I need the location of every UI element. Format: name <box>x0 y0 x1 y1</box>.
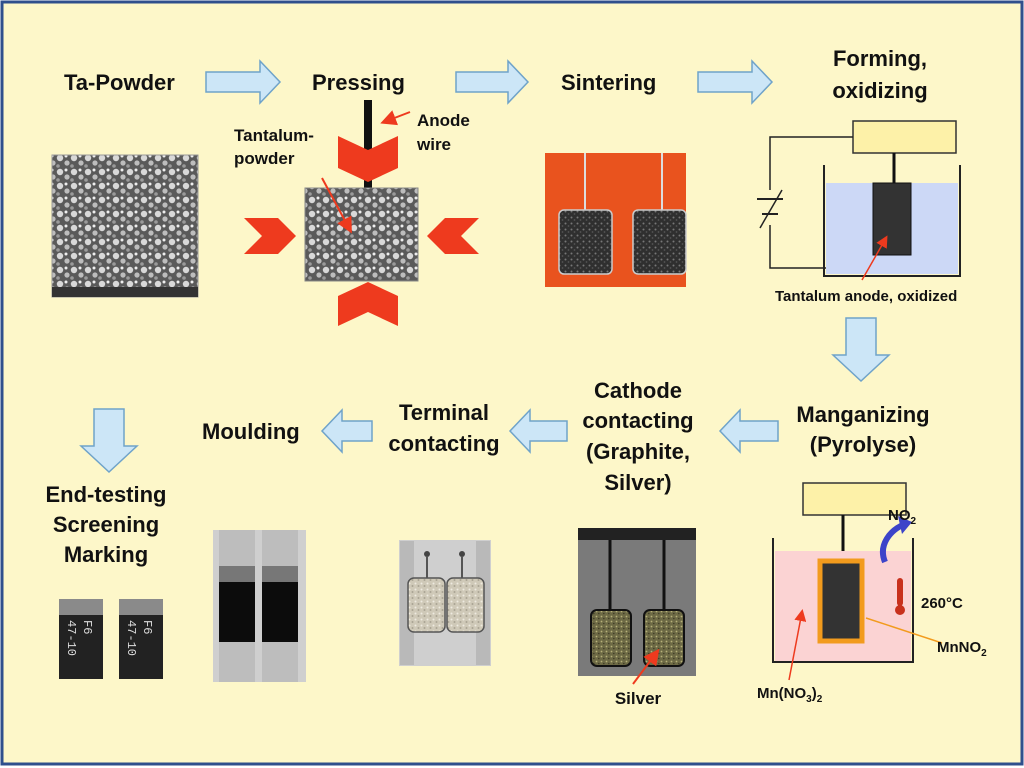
label-no2: NO2 <box>888 507 917 527</box>
label-anode-wire-2: wire <box>416 135 451 154</box>
pressed-powder-image <box>304 187 419 282</box>
sintered-anodes-photo <box>545 153 687 287</box>
chip-marking-line2: F6 <box>140 620 154 634</box>
thermometer-icon <box>895 578 905 615</box>
finished-chip-left: 47-10 F6 <box>59 599 103 679</box>
step-screening: Screening <box>53 512 159 537</box>
chip-marking-line1: 47-10 <box>64 620 78 656</box>
press-bottom <box>338 282 398 326</box>
forming-illustration <box>757 120 961 281</box>
mno2-coated-anode <box>817 558 865 644</box>
arrow-right-icon <box>455 59 530 105</box>
manganizing-illustration <box>772 482 943 681</box>
moulded-capacitors-photo <box>213 530 306 682</box>
step-cathode-line2: contacting <box>582 408 693 433</box>
step-end-testing: End-testing <box>46 482 167 507</box>
label-tantalum-powder-1: Tantalum- <box>234 126 314 145</box>
chip-marking-line1: 47-10 <box>124 620 138 656</box>
arrow-right-icon <box>697 59 774 105</box>
chip-marking-line2: F6 <box>80 620 94 634</box>
step-manganizing-line1: Manganizing <box>796 402 929 427</box>
arrow-left-icon <box>320 408 373 454</box>
step-moulding: Moulding <box>202 419 300 444</box>
battery-icon <box>757 189 783 229</box>
step-manganizing-line2: (Pyrolyse) <box>810 432 916 457</box>
sem-scale-bar <box>52 287 198 297</box>
power-supply-box <box>852 120 957 154</box>
pressing-illustration <box>244 100 479 326</box>
terminal-contact-photo <box>399 540 491 666</box>
arrow-left-icon <box>508 408 568 454</box>
step-terminal-line2: contacting <box>388 431 499 456</box>
step-sintering: Sintering <box>561 70 656 95</box>
label-mnno3: Mn(NO3)2 <box>757 685 823 705</box>
arrow-right-icon <box>205 59 282 105</box>
press-top <box>338 136 398 182</box>
press-left <box>244 218 296 254</box>
arrow-left-icon <box>718 408 779 454</box>
step-ta-powder: Ta-Powder <box>64 70 175 95</box>
label-silver: Silver <box>615 689 662 708</box>
arrow-down-icon <box>79 408 139 474</box>
step-cathode-line4: Silver) <box>604 470 671 495</box>
ta-powder-sem-image <box>51 154 199 298</box>
step-cathode-line1: Cathode <box>594 378 682 403</box>
finished-chip-right: 47-10 F6 <box>119 599 163 679</box>
press-right <box>427 218 479 254</box>
step-cathode-line3: (Graphite, <box>586 439 690 464</box>
step-forming-line1: Forming, <box>833 46 927 71</box>
label-mnno2: MnNO2 <box>937 639 987 659</box>
step-forming-line2: oxidizing <box>832 78 927 103</box>
arrow-down-icon <box>831 317 891 383</box>
step-terminal-line1: Terminal <box>399 400 489 425</box>
anode-wire <box>364 100 372 188</box>
cathode-silver-photo <box>578 528 696 685</box>
step-pressing: Pressing <box>312 70 405 95</box>
label-tantalum-anode-oxidized: Tantalum anode, oxidized <box>775 288 957 305</box>
label-anode-wire-1: Anode <box>417 111 470 130</box>
label-temperature: 260°C <box>921 595 963 612</box>
step-marking: Marking <box>64 542 148 567</box>
heater-box <box>802 482 907 516</box>
label-tantalum-powder-2: powder <box>234 149 295 168</box>
